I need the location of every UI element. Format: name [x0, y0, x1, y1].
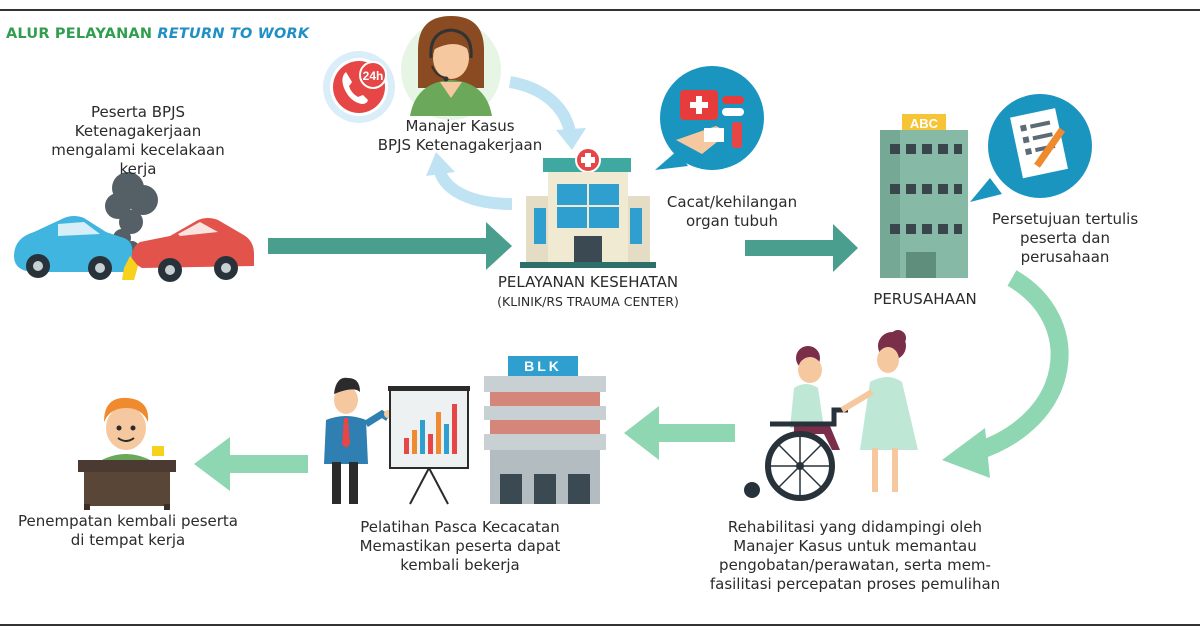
arrow-hospital-to-manager — [426, 152, 513, 210]
label-pelayanan-sub: (KLINIK/RS TRAUMA CENTER) — [497, 294, 679, 309]
company-building-icon: ABC — [880, 114, 968, 278]
label-manajer-line-2: BPJS Ketenagakerjaan — [377, 136, 543, 154]
document-bubble-icon — [970, 94, 1092, 202]
first-aid-bubble-icon — [655, 66, 764, 170]
arrow-rehab-to-blk — [624, 406, 735, 460]
phone-24h-icon: 24h — [323, 51, 395, 123]
arrow-manager-to-hospital — [508, 76, 586, 150]
label-manajer: Manajer Kasus BPJS Ketenagakerjaan — [360, 117, 560, 155]
label-penempatan-line-2: di tempat kerja — [70, 531, 186, 549]
blk-sign-text: BLK — [524, 358, 562, 374]
label-penempatan-line-1: Penempatan kembali peserta — [18, 512, 238, 530]
title-part-1: ALUR PELAYANAN — [6, 26, 158, 42]
label-rehab-line-4: fasilitasi percepatan proses pemulihan — [709, 575, 1001, 593]
arrow-company-to-rehab — [942, 270, 1069, 478]
label-pelayanan-title: PELAYANAN KESEHATAN — [497, 273, 679, 291]
label-pelatihan-line-1: Pelatihan Pasca Kecacatan — [360, 518, 560, 536]
label-rehab-line-3: pengobatan/perawatan, serta mem- — [719, 556, 991, 574]
top-rule — [0, 9, 1200, 11]
label-rehab-line-1: Rehabilitasi yang didampingi oleh — [727, 518, 983, 536]
label-peserta-line-1: Peserta BPJS — [90, 103, 186, 121]
label-perusahaan-text: PERUSAHAAN — [873, 290, 977, 308]
label-rehab-line-2: Manajer Kasus untuk memantau — [733, 537, 977, 555]
page-title: ALUR PELAYANAN RETURN TO WORK — [6, 26, 309, 42]
arrow-accident-to-hospital — [268, 222, 512, 270]
label-cacat: Cacat/kehilangan organ tubuh — [652, 193, 812, 231]
label-cacat-line-1: Cacat/kehilangan — [666, 193, 798, 211]
label-perusahaan: PERUSAHAAN — [845, 290, 1005, 309]
trainer-presentation-icon — [324, 377, 470, 505]
label-persetujuan-line-2: peserta dan — [1019, 229, 1111, 247]
label-persetujuan-line-1: Persetujuan tertulis — [991, 210, 1139, 228]
blk-building-icon: BLK — [484, 356, 606, 504]
label-penempatan: Penempatan kembali peserta di tempat ker… — [8, 512, 248, 550]
bottom-rule — [0, 624, 1200, 626]
label-peserta: Peserta BPJS Ketenagakerjaan mengalami k… — [38, 103, 238, 179]
label-persetujuan-line-3: perusahaan — [1020, 248, 1110, 266]
hospital-icon — [520, 147, 656, 268]
label-peserta-line-3: mengalami kecelakaan — [51, 141, 225, 159]
arrow-training-to-placement — [194, 437, 308, 491]
hours-text: 24h — [363, 69, 384, 83]
worker-desk-icon — [78, 397, 176, 510]
label-cacat-line-2: organ tubuh — [686, 212, 778, 230]
call-center-agent-icon — [401, 16, 501, 120]
label-pelatihan-line-3: kembali bekerja — [400, 556, 520, 574]
label-persetujuan: Persetujuan tertulis peserta dan perusah… — [970, 210, 1160, 267]
label-pelatihan-line-2: Memastikan peserta dapat — [359, 537, 561, 555]
label-peserta-line-4: kerja — [119, 160, 157, 178]
label-manajer-line-1: Manajer Kasus — [405, 117, 515, 135]
label-pelayanan: PELAYANAN KESEHATAN (KLINIK/RS TRAUMA CE… — [478, 273, 698, 311]
car-crash-icon — [14, 172, 254, 282]
label-rehab: Rehabilitasi yang didampingi oleh Manaje… — [695, 518, 1015, 594]
arrow-hospital-to-company — [745, 224, 858, 272]
company-sign-text: ABC — [910, 116, 939, 131]
title-part-2: RETURN TO WORK — [157, 26, 310, 42]
label-pelatihan: Pelatihan Pasca Kecacatan Memastikan pes… — [340, 518, 580, 575]
wheelchair-nurse-icon — [744, 330, 918, 501]
label-peserta-line-2: Ketenagakerjaan — [74, 122, 202, 140]
